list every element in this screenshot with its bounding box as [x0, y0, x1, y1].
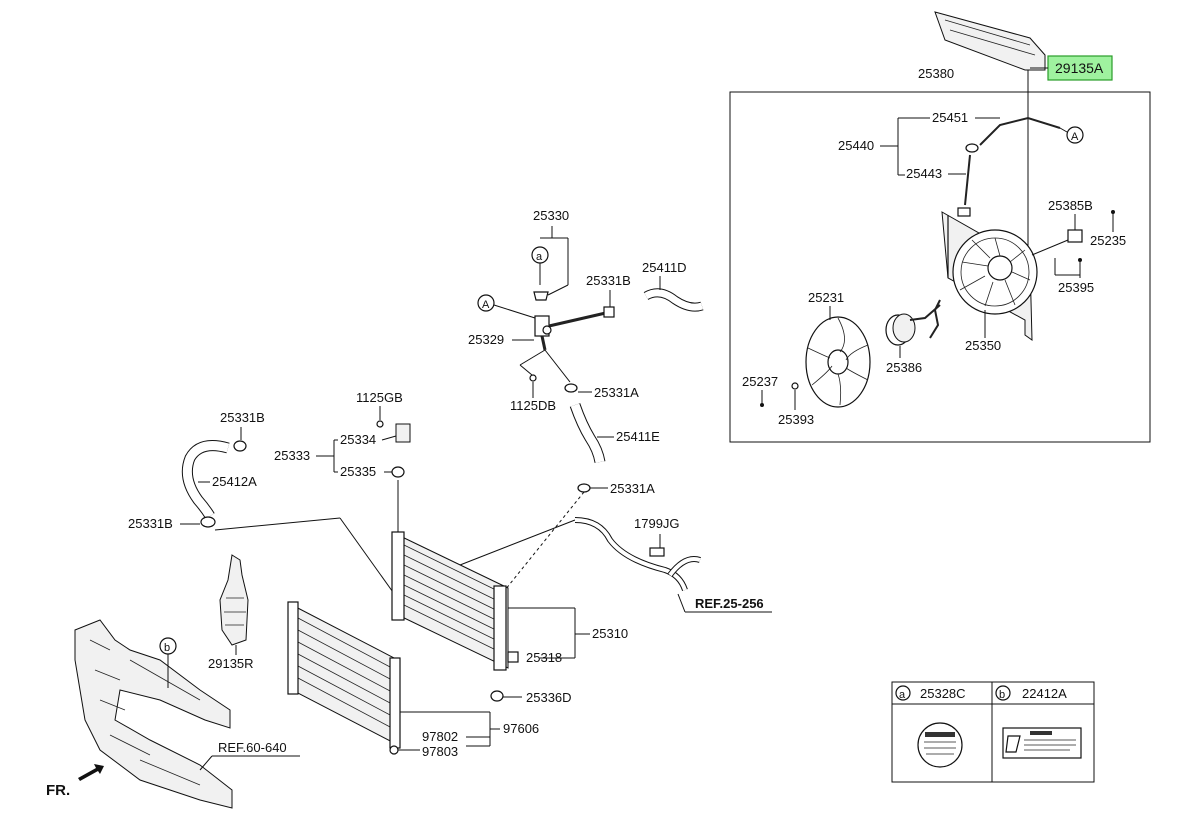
label-29135R[interactable]: 29135R	[208, 656, 254, 671]
svg-text:a: a	[899, 689, 906, 701]
label-25385B[interactable]: 25385B	[1048, 198, 1093, 213]
label-25333[interactable]: 25333	[274, 448, 310, 463]
label-25335[interactable]: 25335	[340, 464, 376, 479]
fan-motor[interactable]	[885, 304, 941, 346]
front-arrow-icon	[78, 764, 104, 781]
fan-shroud[interactable]	[929, 207, 1038, 341]
label-25393[interactable]: 25393	[778, 412, 814, 427]
label-25331A-1[interactable]: 25331A	[594, 385, 639, 400]
label-25412A[interactable]: 25412A	[212, 474, 257, 489]
bracket-25334[interactable]	[395, 423, 411, 443]
svg-text:A: A	[1071, 131, 1079, 143]
label-25330[interactable]: 25330	[533, 208, 569, 223]
callout-A-fan[interactable]	[1066, 126, 1084, 144]
label-25411D[interactable]: 25411D	[642, 260, 687, 275]
hose-25411D[interactable]	[644, 289, 704, 311]
radiator-25310[interactable]	[391, 531, 509, 671]
condenser[interactable]	[287, 601, 401, 749]
left-hose-group: 1125GB 25334 25333 25335 25331B 25412A 2…	[128, 390, 411, 596]
label-25331B-left[interactable]: 25331B	[220, 410, 265, 425]
label-25237[interactable]: 25237	[742, 374, 778, 389]
legend-a-part[interactable]: 25328C	[920, 686, 966, 701]
label-1125GB[interactable]: 1125GB	[356, 390, 403, 405]
resistor-25385B[interactable]	[1067, 229, 1083, 243]
insulator-25335[interactable]	[391, 466, 405, 478]
svg-text:b: b	[999, 689, 1005, 701]
callout-A-hose[interactable]	[477, 294, 495, 312]
label-25443[interactable]: 25443	[906, 166, 942, 181]
label-25350[interactable]: 25350	[965, 338, 1001, 353]
connector-25440[interactable]	[965, 143, 979, 153]
label-25318[interactable]: 25318	[526, 650, 562, 665]
clamp-25331B-top[interactable]	[603, 306, 615, 318]
label-1125DB[interactable]: 1125DB	[510, 398, 556, 413]
filler-neck-25329[interactable]	[534, 310, 611, 351]
air-guard-29135R[interactable]	[219, 554, 249, 646]
legend-b-circle	[995, 685, 1011, 701]
svg-text:b: b	[164, 642, 170, 654]
clamp-25331A-2[interactable]	[577, 483, 591, 493]
hose-25411E[interactable]	[570, 403, 605, 463]
drain-plug-25318[interactable]	[507, 651, 519, 663]
label-25235[interactable]: 25235	[1090, 233, 1126, 248]
svg-text:A: A	[482, 299, 490, 311]
label-25310[interactable]: 25310	[592, 626, 628, 641]
oil-cooler-line[interactable]	[574, 517, 701, 592]
clamp-25331A-1[interactable]	[564, 383, 578, 393]
clamp-25331B-low[interactable]	[200, 516, 216, 528]
label-25231[interactable]: 25231	[808, 290, 844, 305]
label-25386[interactable]: 25386	[886, 360, 922, 375]
bolt-1125DB[interactable]	[529, 374, 537, 382]
label-FR: FR.	[46, 782, 70, 799]
label-25451[interactable]: 25451	[932, 110, 968, 125]
label-25380[interactable]: 25380	[918, 66, 954, 81]
hose-25412A[interactable]	[182, 441, 230, 519]
label-25334[interactable]: 25334	[340, 432, 376, 447]
label-25411E[interactable]: 25411E	[616, 429, 660, 444]
label-25395[interactable]: 25395	[1058, 280, 1094, 295]
svg-text:a: a	[536, 251, 543, 263]
clip-1799JG[interactable]	[649, 547, 665, 557]
insulator-25336D[interactable]	[490, 690, 504, 702]
bolt-97803[interactable]	[389, 745, 399, 755]
fan-blade[interactable]	[805, 316, 871, 408]
label-97802[interactable]: 97802	[422, 729, 458, 744]
label-29135A[interactable]: 29135A	[1055, 60, 1104, 76]
legend-a-circle	[895, 685, 911, 701]
legend-b-part[interactable]: 22412A	[1022, 686, 1067, 701]
label-REF25-256[interactable]: REF.25-256	[695, 596, 764, 611]
radiator-cap-25330[interactable]	[533, 291, 549, 301]
label-1799JG[interactable]: 1799JG	[634, 516, 680, 531]
label-REF60-640[interactable]: REF.60-640	[218, 740, 287, 755]
bolt-1125GB[interactable]	[376, 420, 384, 428]
label-97606[interactable]: 97606	[503, 721, 539, 736]
cap-label-icon	[917, 722, 963, 768]
air-guard-top[interactable]	[934, 11, 1046, 71]
label-97803[interactable]: 97803	[422, 744, 458, 759]
label-25331B-top[interactable]: 25331B	[586, 273, 631, 288]
front-end-module[interactable]: b	[74, 619, 233, 809]
label-25440[interactable]: 25440	[838, 138, 874, 153]
label-25329[interactable]: 25329	[468, 332, 504, 347]
fan-assembly-box	[729, 91, 1151, 443]
upper-hose-group: 25330 a A 25329 25331B 25411D 112	[468, 208, 704, 591]
warning-label-icon	[1002, 727, 1082, 759]
legend-table: a 25328C b 22412A	[891, 681, 1095, 783]
fan-assembly-group: 29135A 25380 A 25451 25440 25443	[729, 11, 1151, 443]
label-25331A-2[interactable]: 25331A	[610, 481, 655, 496]
clamp-25331B-left[interactable]	[233, 440, 247, 452]
label-25331B-low[interactable]: 25331B	[128, 516, 173, 531]
label-25336D[interactable]: 25336D	[526, 690, 572, 705]
